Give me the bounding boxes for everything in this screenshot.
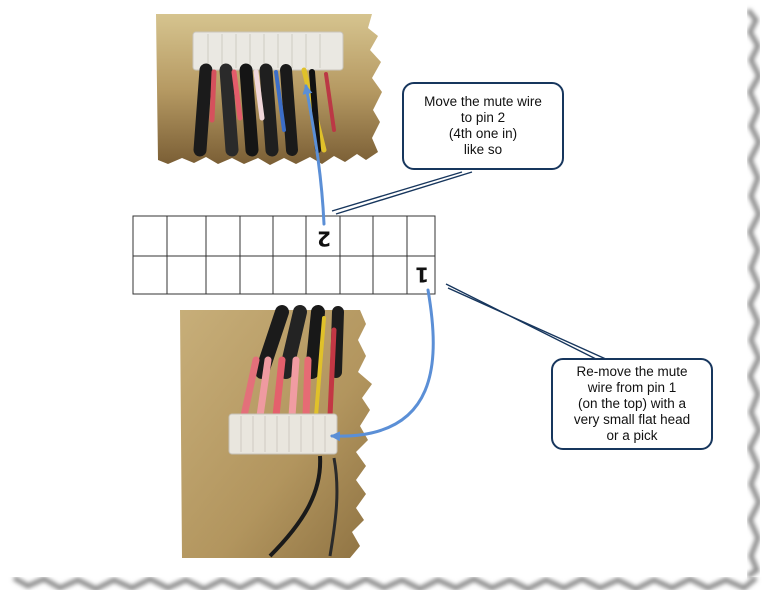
- callout-top-line-2: to pin 2: [460, 110, 506, 125]
- arrow-to-bottom-photo: [330, 288, 435, 442]
- pin-2-label: 2: [317, 227, 331, 251]
- pin-1-label: 1: [415, 263, 429, 287]
- callout-top-line-1: Move the mute wire: [424, 94, 542, 109]
- callout-remove-mute-wire: Re-move the mute wire from pin 1 (on the…: [551, 358, 713, 450]
- connector-photo-after: [180, 305, 372, 558]
- callout-bottom-line-4: very small flat head: [573, 412, 691, 427]
- callout-bottom-line-2: wire from pin 1: [587, 380, 677, 395]
- callout-pointers: [331, 171, 609, 361]
- callout-top-line-3: (4th one in): [448, 126, 518, 141]
- callout-top-line-4: like so: [463, 142, 503, 157]
- pin-grid: 2 1: [132, 215, 436, 295]
- connector-photo-before: [156, 14, 382, 165]
- callout-bottom-line-3: (on the top) with a: [577, 396, 687, 411]
- callout-bottom-line-5: or a pick: [606, 428, 658, 443]
- callout-bottom-line-1: Re-move the mute: [576, 364, 688, 379]
- arrows: [302, 84, 435, 442]
- torn-paper-edge: [12, 8, 762, 592]
- arrow-to-top-photo: [302, 84, 326, 226]
- callout-move-mute-wire: Move the mute wire to pin 2 (4th one in)…: [402, 82, 564, 170]
